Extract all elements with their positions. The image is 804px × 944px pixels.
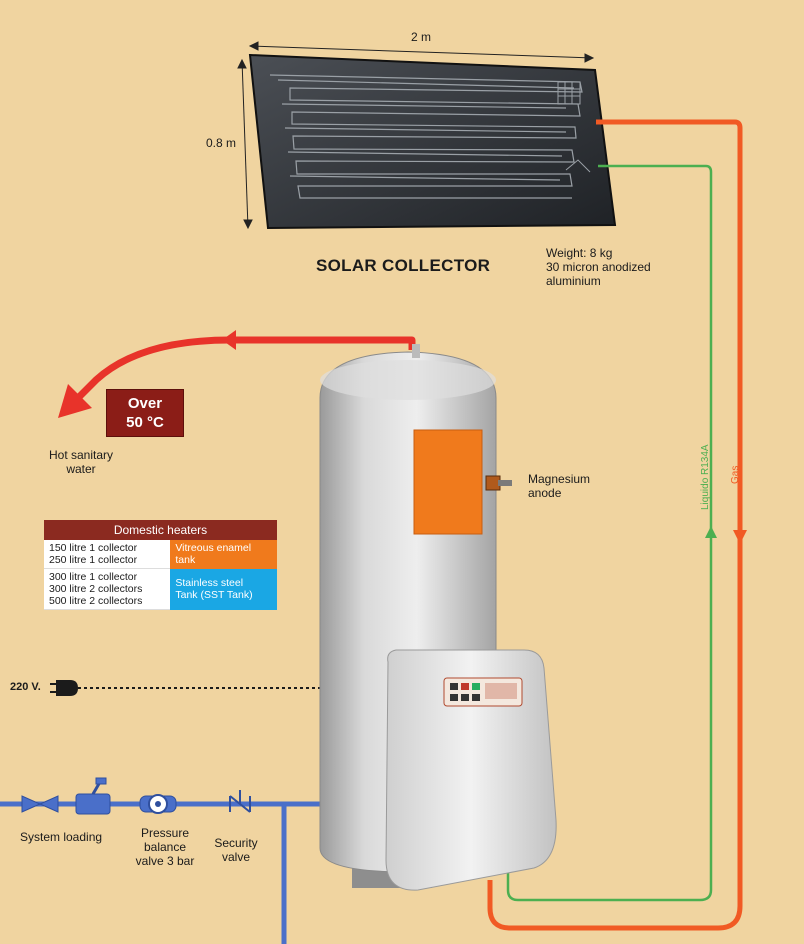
pressure-valve-label-line3: valve 3 bar [135, 854, 195, 868]
security-valve-label-line2: valve [221, 850, 250, 864]
heaters-table-title: Domestic heaters [44, 520, 277, 540]
temperature-badge-line2: 50 °C [126, 414, 164, 431]
tank-type-line: tank [175, 554, 196, 567]
collector-spec-material: aluminium [546, 274, 601, 288]
width-dimension-label: 2 m [411, 30, 432, 44]
anode-label-line2: anode [528, 486, 562, 500]
pressure-balance-valve [139, 794, 177, 814]
heaters-row2-models: 300 litre 1 collector 300 litre 2 collec… [44, 568, 171, 610]
tank-type-line: Tank (SST Tank) [175, 589, 253, 601]
hot-water-label-line2: water [66, 462, 96, 476]
security-valve [229, 790, 251, 813]
liquid-flow-arrow [705, 526, 717, 538]
model-entry: 150 litre 1 collector [49, 542, 138, 554]
collector-specs: Weight: 8 kg 30 micron anodized aluminiu… [546, 246, 651, 288]
gas-pipe-label: Gas [730, 465, 741, 484]
height-dimension-label: 0.8 m [206, 136, 237, 150]
heaters-row1-type: Vitreous enamel tank [170, 540, 277, 569]
model-entry: 300 litre 1 collector [49, 571, 138, 583]
water-supply-pipe [0, 801, 334, 944]
table-row: 300 litre 1 collector 300 litre 2 collec… [44, 568, 277, 610]
tank-type-line: Vitreous enamel [175, 542, 252, 555]
collector-serpentine-tubes [269, 74, 583, 199]
system-loading-valve [21, 777, 111, 815]
system-loading-label: System loading [20, 830, 103, 844]
collector-title: SOLAR COLLECTOR [316, 256, 491, 275]
model-entry: 300 litre 2 collectors [49, 583, 143, 595]
anode-label: Magnesium anode [528, 472, 590, 500]
control-unit [385, 649, 557, 891]
security-valve-label-line1: Security [214, 836, 258, 850]
dimension-lines [237, 41, 595, 230]
magnesium-anode-fitting [485, 475, 512, 491]
tank-label-plate [413, 429, 483, 535]
gas-flow-arrow [733, 530, 747, 544]
power-voltage-label: 220 V. [10, 681, 41, 693]
pressure-valve-label-line1: Pressure [140, 826, 190, 840]
hot-water-label: Hot sanitary water [46, 448, 116, 476]
pressure-valve-label-line2: balance [143, 840, 187, 854]
gas-pipe [487, 119, 743, 931]
collector-spec-weight: Weight: 8 kg [546, 246, 613, 260]
temperature-badge: Over 50 °C [106, 389, 184, 437]
power-cable [50, 680, 326, 696]
model-entry: 500 litre 2 collectors [49, 595, 143, 607]
model-entry: 250 litre 1 collector [49, 554, 138, 566]
tank-type-line: Stainless steel [175, 577, 244, 589]
hot-water-label-line1: Hot sanitary [48, 448, 114, 462]
solar-collector-panel [248, 53, 617, 230]
heaters-row1-models: 150 litre 1 collector 250 litre 1 collec… [44, 540, 171, 569]
pressure-valve-label: Pressure balance valve 3 bar [130, 826, 200, 868]
security-valve-label: Security valve [206, 836, 266, 864]
domestic-heaters-table: Domestic heaters 150 litre 1 collector 2… [44, 520, 277, 610]
table-row: 150 litre 1 collector 250 litre 1 collec… [44, 540, 277, 569]
heaters-row2-type: Stainless steel Tank (SST Tank) [170, 568, 277, 610]
liquid-pipe [506, 164, 713, 902]
anode-label-line1: Magnesium [528, 472, 591, 486]
liquid-pipe-label: Liquido R134A [700, 444, 711, 510]
collector-spec-coating: 30 micron anodized [546, 260, 651, 274]
temperature-badge-line1: Over [127, 395, 163, 412]
